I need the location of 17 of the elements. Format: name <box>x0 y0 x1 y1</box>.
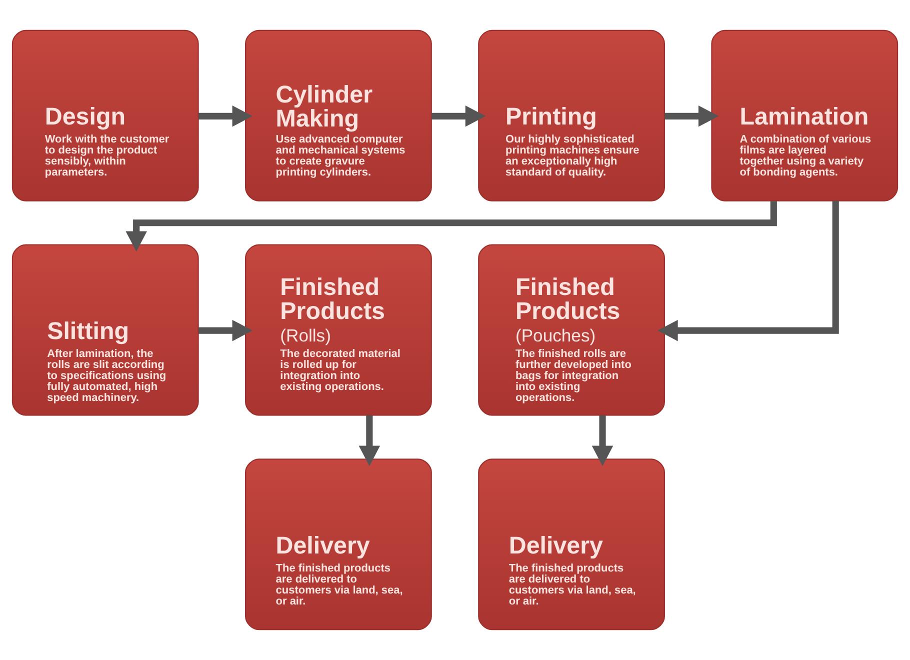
node-box: Delivery The finished products are delivered to customers via land, sea, or air. <box>478 458 665 630</box>
arrow <box>592 415 614 466</box>
node-box: Printing Our highly sophisticated printing machines ensure an exceptionally high standard of quality. <box>478 30 665 202</box>
arrow <box>198 320 253 342</box>
node-box: Cylinder Making Use advanced computer and mechanical systems to create gravure printing cylinders. <box>245 30 432 202</box>
arrow <box>126 201 777 252</box>
arrow <box>658 200 839 342</box>
node-box: Finished Products (Rolls) The decorated material is rolled up for integration into existing operations. <box>245 244 432 416</box>
arrow <box>358 415 380 466</box>
node-box: Lamination A combination of various films are layered together using a variety of bonding agents. <box>711 30 898 202</box>
arrow <box>432 106 486 127</box>
arrow <box>664 106 719 127</box>
node-box: Finished Products (Pouches) The finished rolls are further developed into bags for integration into existing operations. <box>478 244 665 416</box>
node-box: Slitting After lamination, the rolls are slit according to specifications using fully automated, high speed machinery. <box>12 244 199 416</box>
node-box: Delivery The finished products are delivered to customers via land, sea, or air. <box>245 458 432 630</box>
node-box: Design Work with the customer to design the product sensibly, within parameters. <box>12 30 199 202</box>
arrow <box>198 106 253 127</box>
